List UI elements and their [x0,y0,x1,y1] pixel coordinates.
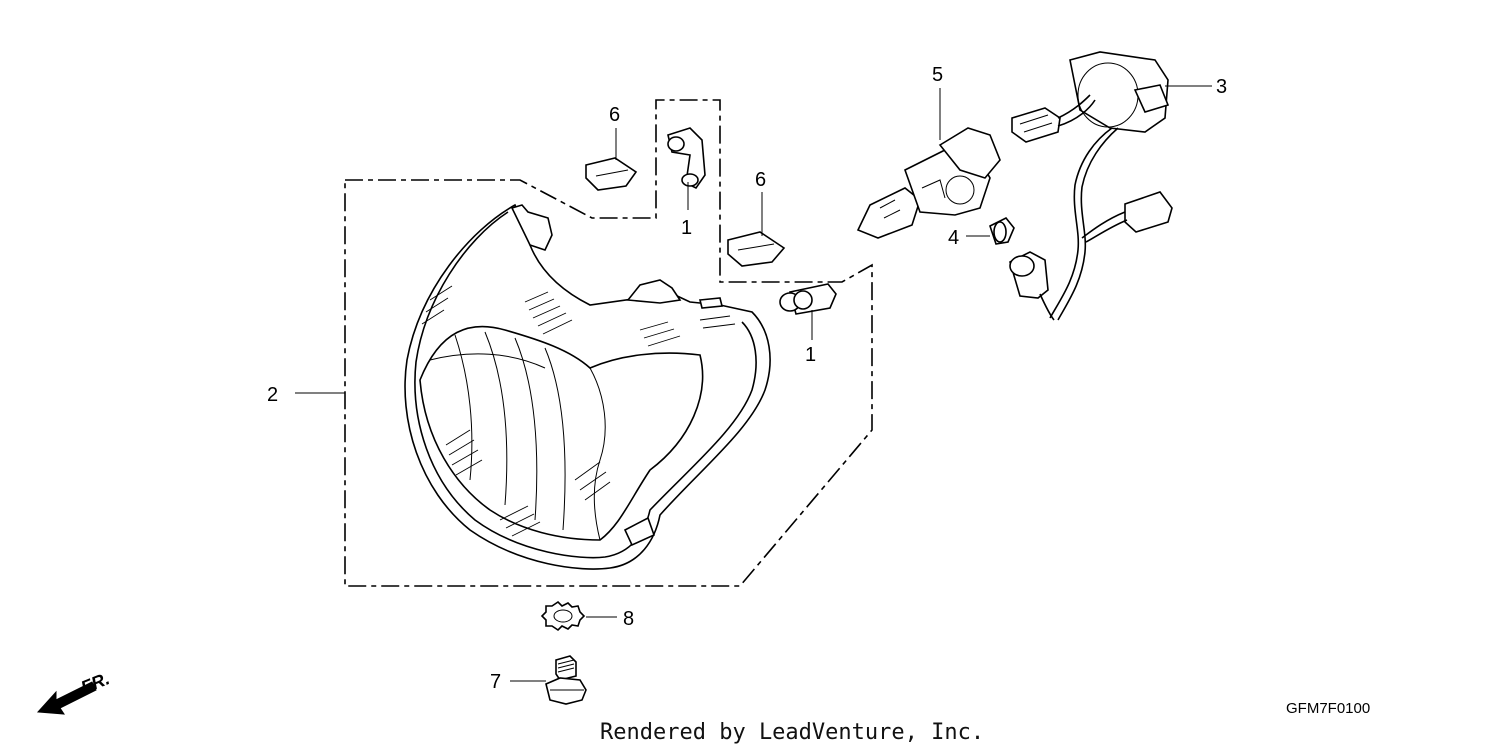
headlight-assembly[interactable] [404,203,771,570]
callout-2: 2 [267,384,278,406]
callout-labels: 1 1 2 3 4 5 6 6 7 8 [267,64,1227,693]
housing-hatching [421,285,736,537]
assembly-outline [344,99,873,587]
callout-1-lower: 1 [805,344,816,366]
rendered-by-credit: Rendered by LeadVenture, Inc. [600,720,984,745]
bolt-part-7[interactable] [545,655,587,705]
callout-3: 3 [1216,76,1227,98]
callout-5: 5 [932,64,943,86]
headlight-bulb-part-5[interactable] [856,127,1001,239]
callout-4: 4 [948,227,959,249]
nut-part-8[interactable] [540,600,586,632]
callout-8: 8 [623,608,634,630]
clip-part-6-lower[interactable] [727,231,786,267]
callout-1-upper: 1 [681,217,692,239]
callout-6-upper: 6 [609,104,620,126]
callout-7: 7 [490,671,501,693]
direction-label: FR. [78,668,112,697]
front-direction-arrow-icon: FR. [36,668,112,715]
diagram-code: GFM7F0100 [1286,700,1370,717]
position-bulb-part-4[interactable] [989,216,1015,245]
leader-lines [295,85,1212,682]
bulb-socket-part-1-lower[interactable] [779,283,837,315]
clip-part-6-upper[interactable] [585,157,638,191]
harness-part-3[interactable] [1009,51,1173,321]
callout-6-lower: 6 [755,169,766,191]
bulb-socket-part-1-upper[interactable] [667,127,706,190]
